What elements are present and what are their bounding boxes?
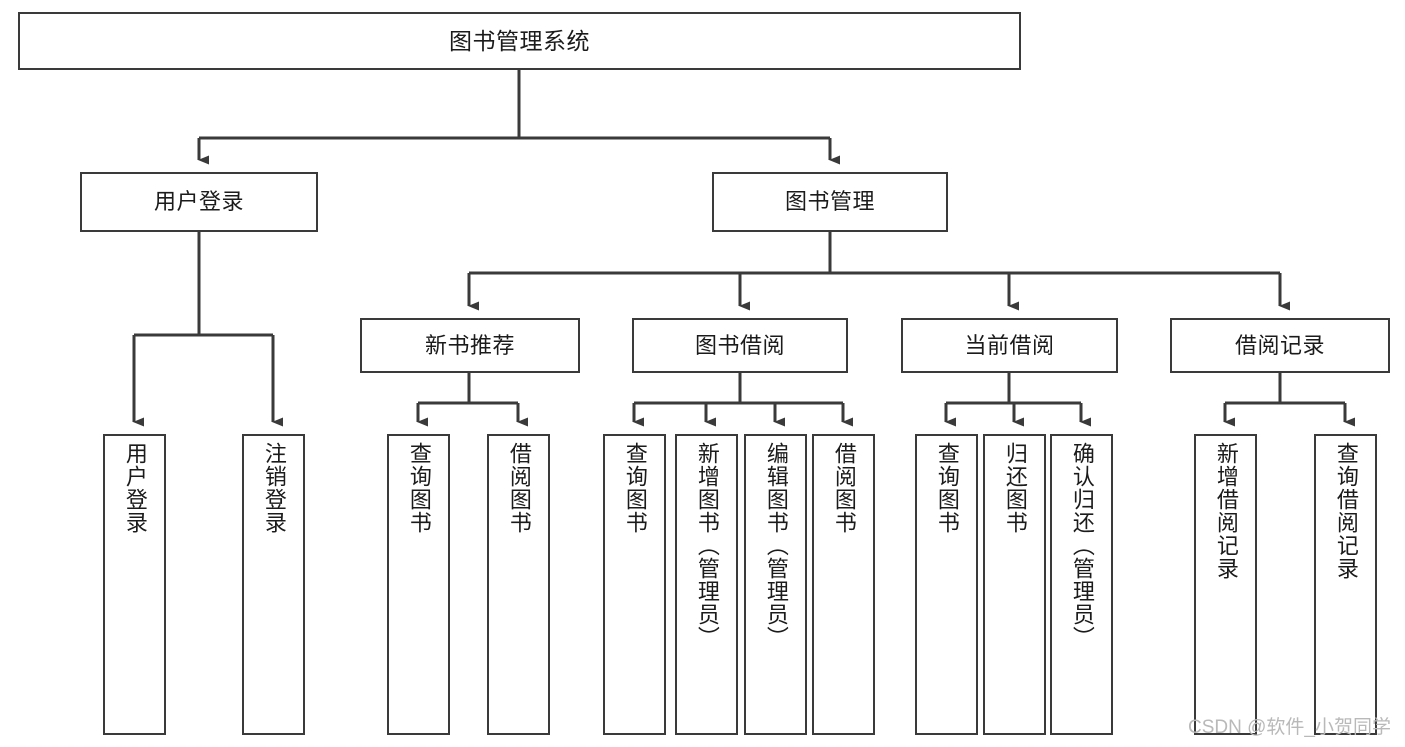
node-borrow-record[interactable]: 借阅记录 (1170, 318, 1390, 373)
node-leaf-return-book[interactable]: 归还图书 (983, 434, 1046, 735)
node-label: 查询图书 (934, 442, 960, 534)
watermark-text: CSDN @软件_小贺同学 (1188, 717, 1391, 738)
node-label: 图书管理系统 (449, 27, 590, 54)
node-leaf-confirm-return-admin[interactable]: 确认归还（管理员） (1050, 434, 1113, 735)
node-label: 图书管理 (784, 189, 875, 215)
node-label: 当前借阅 (964, 332, 1055, 358)
node-leaf-query-borrow-record[interactable]: 查询借阅记录 (1314, 434, 1377, 735)
node-label: 确认归还（管理员） (1069, 442, 1095, 649)
node-label: 注销登录 (261, 442, 287, 534)
node-label: 查询图书 (406, 442, 432, 534)
node-leaf-borrow-book-new[interactable]: 借阅图书 (487, 434, 550, 735)
node-book-borrow[interactable]: 图书借阅 (632, 318, 848, 373)
node-label: 借阅记录 (1234, 332, 1325, 358)
node-label: 图书借阅 (694, 332, 785, 358)
node-leaf-edit-book-admin[interactable]: 编辑图书（管理员） (744, 434, 807, 735)
node-leaf-add-book-admin[interactable]: 新增图书（管理员） (675, 434, 738, 735)
node-leaf-borrow-book[interactable]: 借阅图书 (812, 434, 875, 735)
node-new-book-recommend[interactable]: 新书推荐 (360, 318, 580, 373)
node-leaf-user-login[interactable]: 用户登录 (103, 434, 166, 735)
node-label: 用户登录 (153, 189, 244, 215)
node-current-borrow[interactable]: 当前借阅 (901, 318, 1118, 373)
node-book-management[interactable]: 图书管理 (712, 172, 948, 232)
node-label: 归还图书 (1002, 442, 1028, 534)
node-user-login[interactable]: 用户登录 (80, 172, 318, 232)
node-label: 新增借阅记录 (1213, 442, 1239, 580)
node-leaf-add-borrow-record[interactable]: 新增借阅记录 (1194, 434, 1257, 735)
node-label: 用户登录 (122, 442, 148, 534)
node-label: 查询图书 (622, 442, 648, 534)
node-label: 新增图书（管理员） (694, 442, 720, 649)
node-label: 新书推荐 (424, 332, 515, 358)
node-leaf-query-book-new[interactable]: 查询图书 (387, 434, 450, 735)
node-leaf-query-book-borrow[interactable]: 查询图书 (603, 434, 666, 735)
node-label: 查询借阅记录 (1333, 442, 1359, 580)
node-label: 借阅图书 (831, 442, 857, 534)
node-label: 编辑图书（管理员） (763, 442, 789, 649)
node-label: 借阅图书 (506, 442, 532, 534)
node-leaf-query-book-current[interactable]: 查询图书 (915, 434, 978, 735)
node-root-system[interactable]: 图书管理系统 (18, 12, 1021, 70)
node-leaf-user-logout[interactable]: 注销登录 (242, 434, 305, 735)
